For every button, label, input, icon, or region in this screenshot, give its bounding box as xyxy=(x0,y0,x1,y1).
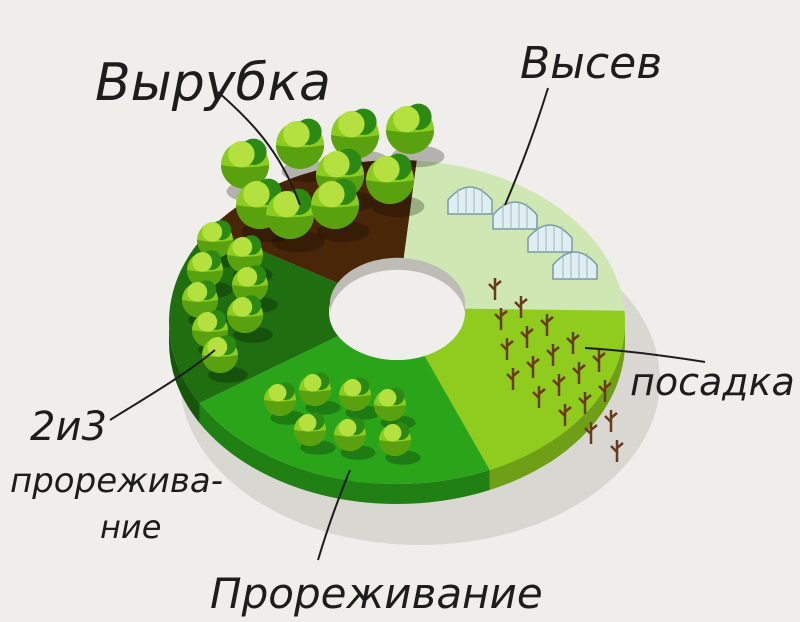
seedling-icon xyxy=(592,350,606,372)
tree-icon xyxy=(299,372,341,415)
side-planting xyxy=(489,322,625,490)
seedling-icon xyxy=(610,440,624,462)
label-planting: посадка xyxy=(630,360,795,404)
seedling-icon xyxy=(488,278,502,300)
seedling-icon xyxy=(546,344,560,366)
tree-icon xyxy=(232,265,278,313)
tree-icon xyxy=(331,108,390,173)
label-thinning-2-3-c: ние xyxy=(100,508,161,546)
tree-icon xyxy=(227,295,273,343)
label-thinning: Прореживание xyxy=(210,569,543,618)
seedling-icon xyxy=(494,308,508,330)
seedling-icon xyxy=(572,362,586,384)
segment-planting xyxy=(424,308,625,470)
pointer-cutting xyxy=(217,91,301,206)
tree-icon xyxy=(264,382,306,425)
label-thinning-2-3-b: прорежива- xyxy=(10,461,223,501)
seedling-icon xyxy=(552,374,566,396)
pointer-sowing xyxy=(504,87,549,206)
pointer-thinning xyxy=(317,469,351,561)
seedlings xyxy=(488,278,624,462)
pointer-thinning-2-3 xyxy=(109,349,216,421)
tree-icon xyxy=(334,417,376,460)
pointer-planting xyxy=(584,347,706,363)
seedling-icon xyxy=(578,392,592,414)
seedling-icon xyxy=(520,326,534,348)
tree-icon xyxy=(311,178,370,243)
seedling-icon xyxy=(532,386,546,408)
hole-wall xyxy=(330,257,465,312)
label-cutting: Вырубка xyxy=(95,53,331,113)
seedling-icon xyxy=(558,404,572,426)
side-thinning-2-3 xyxy=(169,322,200,423)
seedling-icon xyxy=(500,338,514,360)
greenhouse-icon xyxy=(527,224,573,253)
greenhouse-icon xyxy=(552,251,598,280)
tree-icon xyxy=(294,412,336,455)
tree-icon xyxy=(339,377,381,420)
segment-thinning xyxy=(199,336,490,484)
greenhouses xyxy=(447,186,598,280)
tree-icon xyxy=(182,280,228,328)
seedling-icon xyxy=(604,410,618,432)
tree-icon xyxy=(374,387,416,430)
seedling-icon xyxy=(540,314,554,336)
seedling-icon xyxy=(598,380,612,402)
tree-icon xyxy=(379,422,421,465)
greenhouse-icon xyxy=(492,201,538,230)
pointer-lines xyxy=(109,87,706,561)
segment-cutting xyxy=(210,160,417,285)
greenhouse-icon xyxy=(447,186,493,215)
seedling-icon xyxy=(566,332,580,354)
seedling-icon xyxy=(514,296,528,318)
label-sowing: Высев xyxy=(520,38,662,89)
center-hole xyxy=(329,264,465,360)
label-thinning-2-3-a: 2и3 xyxy=(30,404,107,450)
tree-icon xyxy=(366,153,425,218)
seedling-icon xyxy=(506,368,520,390)
seedling-icon xyxy=(526,356,540,378)
trees xyxy=(182,103,445,465)
seedling-icon xyxy=(584,422,598,444)
